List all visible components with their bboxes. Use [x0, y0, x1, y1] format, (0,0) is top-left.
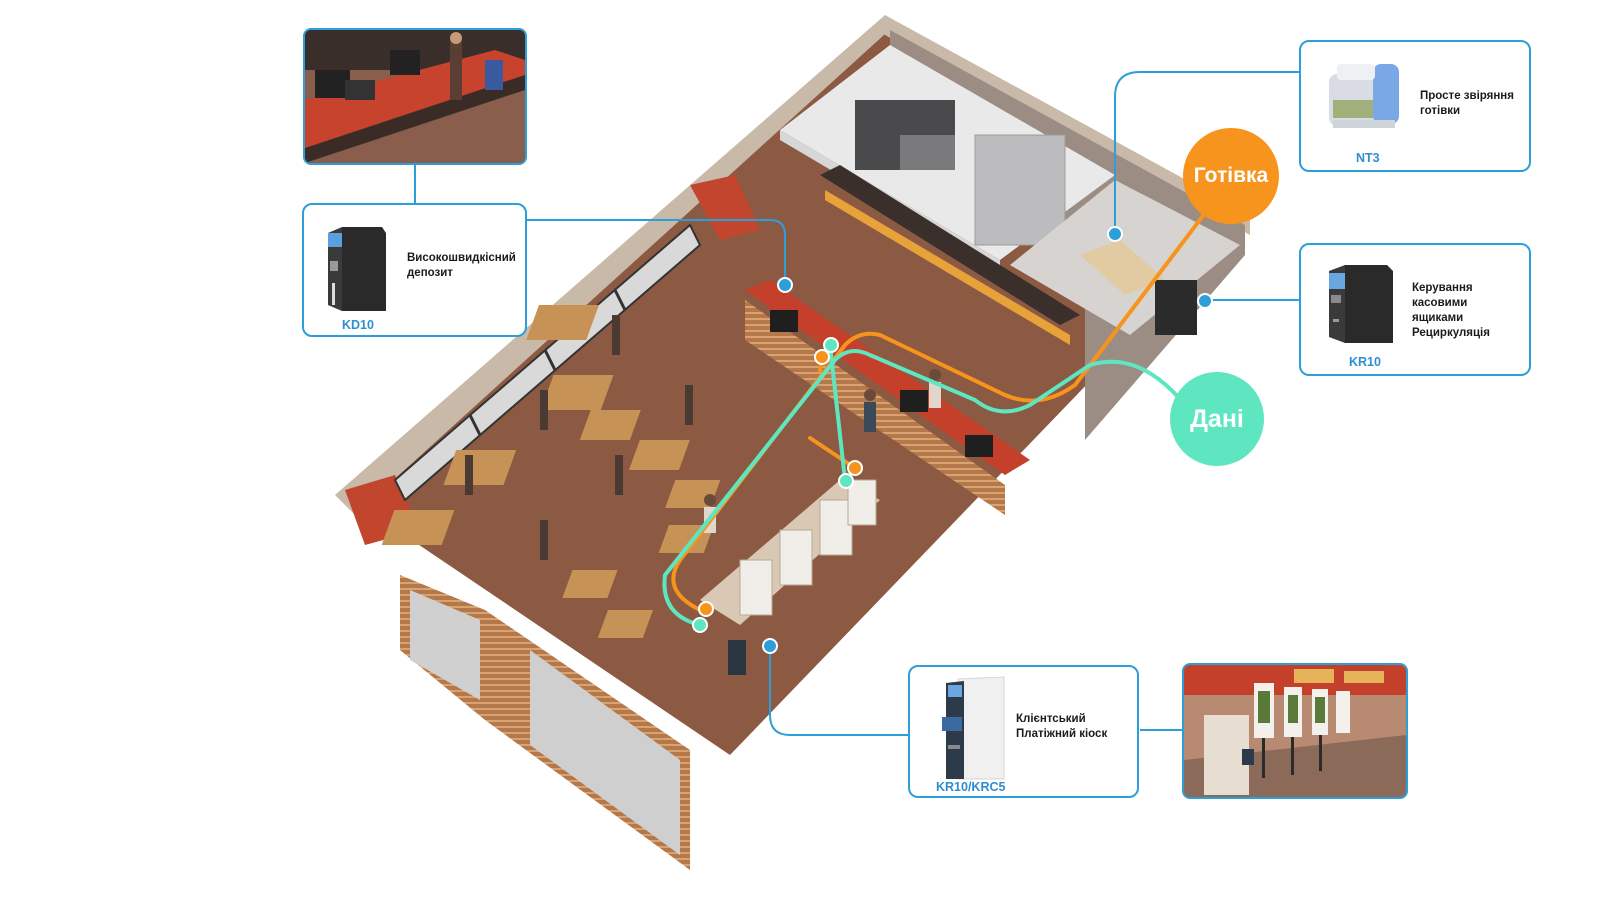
connector-dots: [762, 226, 1213, 654]
pos-terminal: [900, 390, 928, 412]
service-counter: [745, 280, 1030, 475]
kd10-model-label: KD10: [342, 318, 374, 332]
nt3-device-card: Просте звіряння готівки NT3: [1299, 40, 1531, 172]
connector-lines: [414, 71, 1300, 736]
counter-photo: [303, 28, 527, 165]
data-flow-label: Дані: [1190, 404, 1244, 433]
kiosk-model-label: KR10/KRC5: [936, 780, 1006, 794]
kr10-model-label: KR10: [1349, 355, 1381, 369]
nt3-description: Просте звіряння готівки: [1420, 90, 1514, 117]
booth-seats: [465, 315, 693, 560]
kiosk-row: [700, 479, 880, 675]
cash-flow-bubble: Готівка: [1183, 128, 1279, 224]
data-flow-line: [662, 343, 1187, 627]
red-pillar: [690, 175, 760, 240]
kiosk-photo: [1182, 663, 1408, 799]
kr10-description: Керування касовими ящиками Рециркуляція: [1412, 282, 1490, 339]
nt3-device-image: [1329, 64, 1399, 128]
cash-flow-label: Готівка: [1193, 164, 1269, 187]
kd10-device-card: Високошвидкісний депозит KD10: [302, 203, 527, 337]
outer-wall-top: [335, 15, 895, 515]
office-safe: [1155, 280, 1197, 335]
kitchen-fridge: [974, 134, 1066, 246]
dining-tables: [381, 305, 721, 638]
building-model: [335, 15, 1250, 870]
office-desk: [1080, 240, 1165, 295]
kd10-device-image: [328, 227, 386, 311]
kr10-device-card: Керування касовими ящиками Рециркуляція …: [1299, 243, 1531, 376]
kd10-description: Високошвидкісний депозит: [407, 252, 516, 279]
pos-terminal: [770, 310, 798, 332]
data-flow-bubble: Дані: [1170, 372, 1264, 466]
nt3-model-label: NT3: [1356, 151, 1380, 165]
pos-terminal: [965, 435, 993, 457]
kiosk-device-card: Клієнтський Платіжний кіоск KR10/KRC5: [908, 665, 1139, 798]
kiosk-device-image: [942, 676, 1005, 780]
menu-board: [820, 165, 1080, 325]
kiosk-description: Клієнтський Платіжний кіоск: [1016, 713, 1108, 740]
flow-nodes: [692, 337, 863, 633]
kr10-device-image: [1329, 265, 1393, 343]
